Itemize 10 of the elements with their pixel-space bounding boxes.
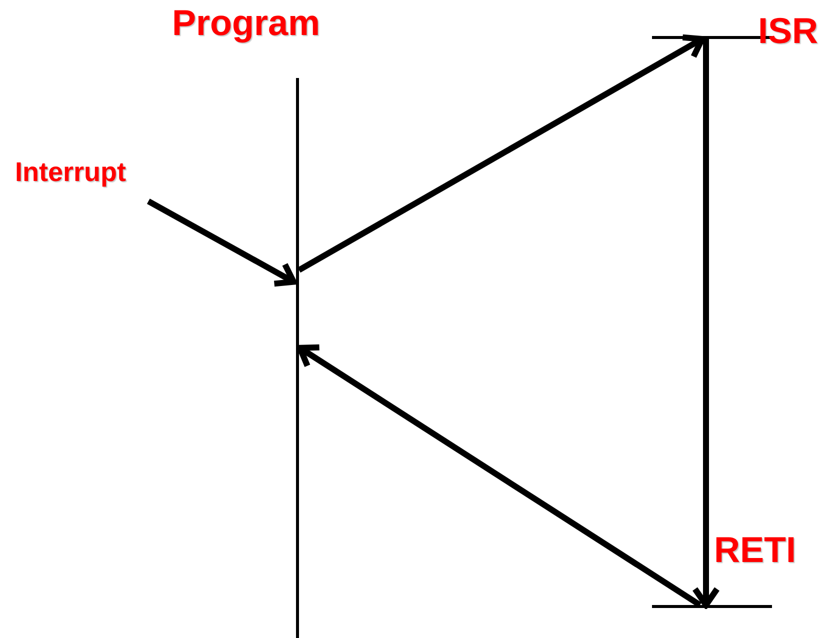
heading-label: ISR: [758, 10, 818, 52]
heading-label: RETI: [714, 529, 796, 570]
arrow: [298, 34, 706, 273]
arrow: [692, 39, 720, 608]
arrow: [146, 198, 297, 287]
arrow: [296, 344, 702, 608]
timeline-line: [296, 78, 299, 638]
event-label: Interrupt: [15, 157, 126, 188]
marker-line: [652, 605, 772, 608]
heading-label: Program: [172, 2, 320, 44]
